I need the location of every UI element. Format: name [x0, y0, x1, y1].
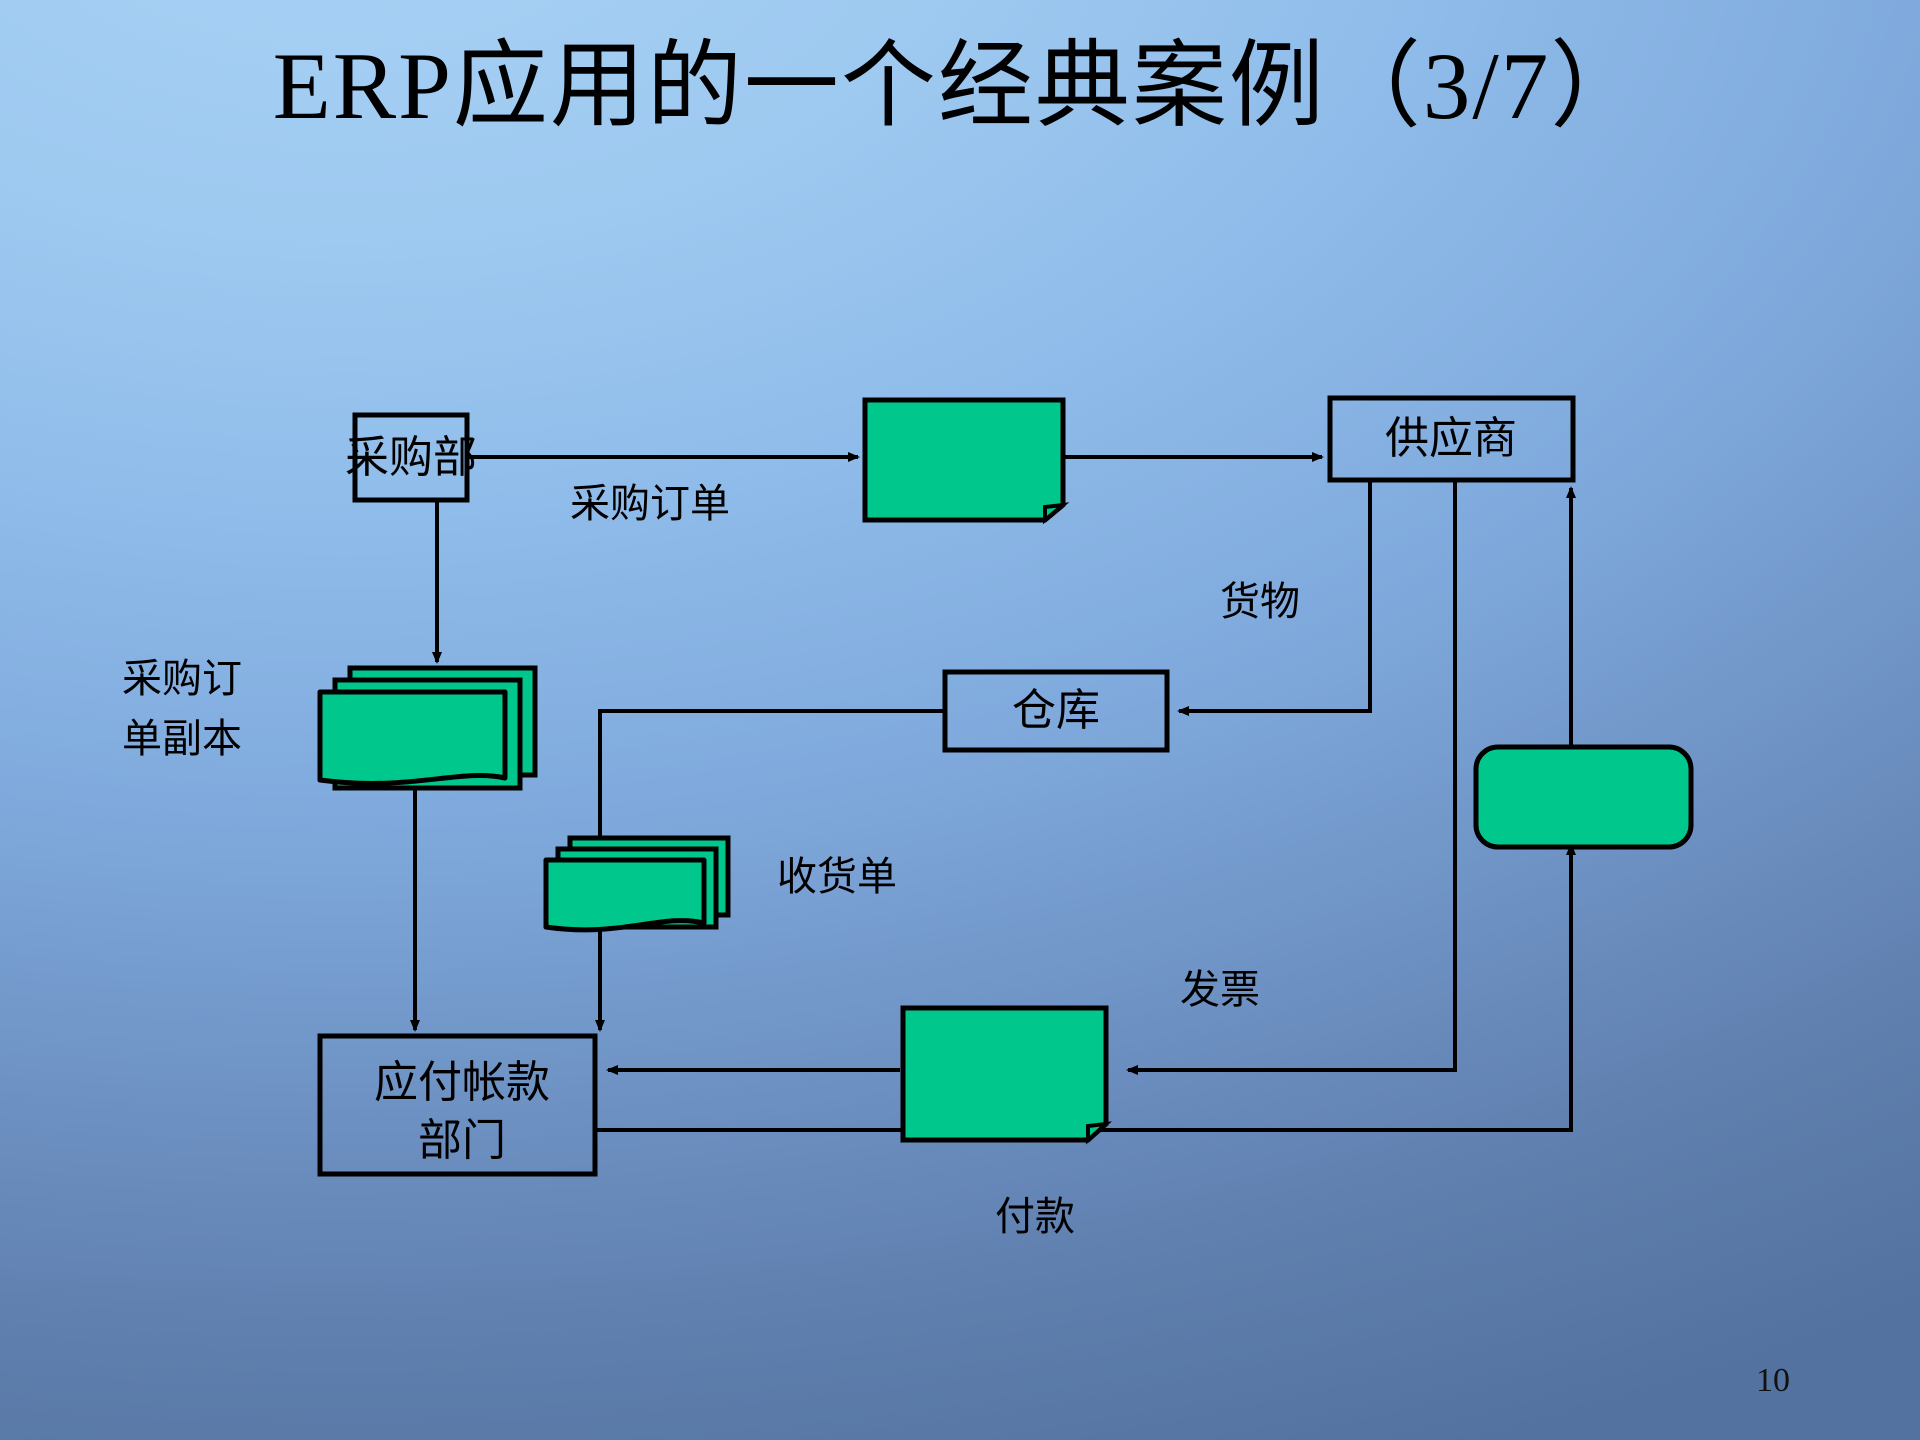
edge-supplier-to-invoice	[1126, 480, 1457, 1075]
node-warehouse[interactable]: 仓库	[942, 669, 1170, 753]
node-payment-terminator[interactable]	[1473, 744, 1694, 850]
node-warehouse-label: 仓库	[1012, 686, 1100, 735]
node-purchase-order-document[interactable]	[862, 397, 1070, 525]
node-invoice-document[interactable]	[900, 1005, 1113, 1145]
node-purchasing-dept-label: 采购部	[345, 433, 477, 482]
edge-supplier-to-warehouse-goods	[1177, 480, 1372, 716]
flow-label-invoice: 发票	[1180, 967, 1260, 1012]
node-accounts-payable-dept-label-line2: 部门	[418, 1116, 506, 1165]
node-supplier[interactable]: 供应商	[1327, 395, 1576, 483]
flow-label-po-copy-line2: 单副本	[122, 716, 242, 761]
page-title: ERP应用的一个经典案例（3/7）	[272, 33, 1648, 139]
flow-label-goods: 货物	[1220, 579, 1300, 624]
flow-label-payment: 付款	[995, 1194, 1075, 1239]
node-receiving-notes-multidocument[interactable]	[543, 835, 731, 933]
node-supplier-label: 供应商	[1385, 414, 1517, 463]
node-accounts-payable-dept[interactable]: 应付帐款 部门	[317, 1033, 598, 1177]
page-number: 10	[1756, 1362, 1790, 1399]
flow-label-purchase-order: 采购订单	[570, 481, 730, 526]
node-purchasing-dept[interactable]: 采购部	[345, 412, 477, 503]
node-po-copies-multidocument[interactable]	[317, 665, 538, 791]
node-accounts-payable-dept-label-line1: 应付帐款	[374, 1058, 550, 1107]
flow-label-receiving-note: 收货单	[777, 854, 897, 899]
flow-label-po-copy-line1: 采购订	[122, 656, 242, 701]
